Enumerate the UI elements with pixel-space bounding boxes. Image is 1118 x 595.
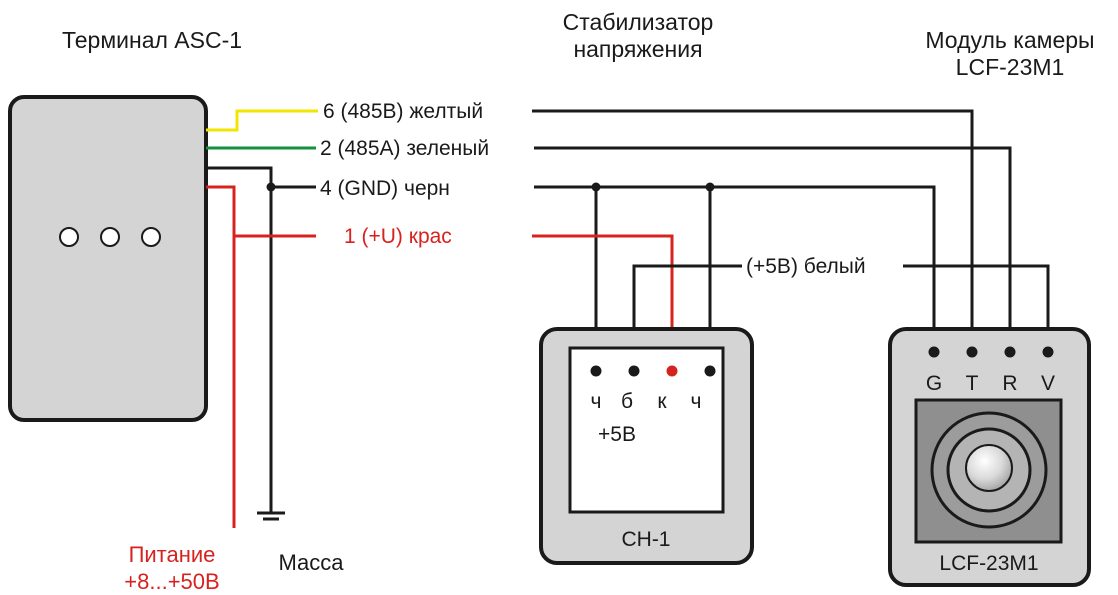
camera-lens-glass [965, 444, 1013, 492]
stab-pin-label-4: ч [691, 390, 702, 413]
wire-red-label: 1 (+U) крас [344, 225, 452, 248]
terminal-led-3 [141, 227, 161, 247]
wire-red [206, 185, 236, 528]
cam-pin-V [1042, 346, 1054, 358]
terminal-body [8, 95, 208, 422]
power-label-line1: Питание [129, 542, 216, 567]
cam-pin-G [928, 346, 940, 358]
stab-output-label: +5B [598, 423, 636, 446]
junction-ground [266, 182, 276, 192]
wire-black-continuation [534, 185, 936, 352]
cam-pin-T [966, 346, 978, 358]
stab-pin-label-2: б [621, 390, 633, 413]
stab-pin-label-3: к [657, 390, 667, 413]
stab-pin-2 [628, 365, 640, 377]
stab-pin-4 [704, 365, 716, 377]
stabilizer-name: СН-1 [621, 528, 670, 551]
cam-pin-R [1004, 346, 1016, 358]
wire-green-label: 2 (485A) зеленый [320, 137, 489, 160]
wire-white-label: (+5B) белый [746, 255, 866, 278]
stabilizer-title-line1: Стабилизатор [563, 9, 714, 35]
stabilizer-title-line2: напряжения [573, 36, 702, 62]
cam-pin-label-T: T [966, 372, 979, 395]
ground-label: Масса [278, 550, 344, 575]
camera-name: LCF-23M1 [939, 552, 1038, 575]
wire-black [206, 166, 273, 513]
junction-stab-2 [705, 182, 715, 192]
cam-pin-label-V: V [1041, 372, 1055, 395]
wire-black-label: 4 (GND) черн [320, 177, 450, 200]
power-label-line2: +8...+50B [124, 569, 219, 590]
wire-white-continuation [903, 264, 1050, 352]
terminal-led-2 [100, 227, 120, 247]
wire-yellow-continuation [532, 109, 974, 352]
cam-pin-label-R: R [1002, 372, 1017, 395]
terminal-led-1 [59, 227, 79, 247]
wire-yellow [206, 109, 318, 132]
terminal-title: Терминал ASC-1 [62, 27, 242, 53]
camera-title-line2: LCF-23M1 [956, 54, 1065, 80]
stab-pin-label-1: ч [591, 390, 602, 413]
wire-yellow-label: 6 (485B) желтый [323, 100, 483, 123]
junction-stab-1 [591, 182, 601, 192]
camera-title-line1: Модуль камеры [925, 27, 1094, 53]
stab-pin-3 [666, 365, 678, 377]
wire-red-continuation [532, 234, 674, 371]
wire-green-continuation [534, 146, 1012, 352]
cam-pin-label-G: G [926, 372, 942, 395]
stab-pin-1 [590, 365, 602, 377]
